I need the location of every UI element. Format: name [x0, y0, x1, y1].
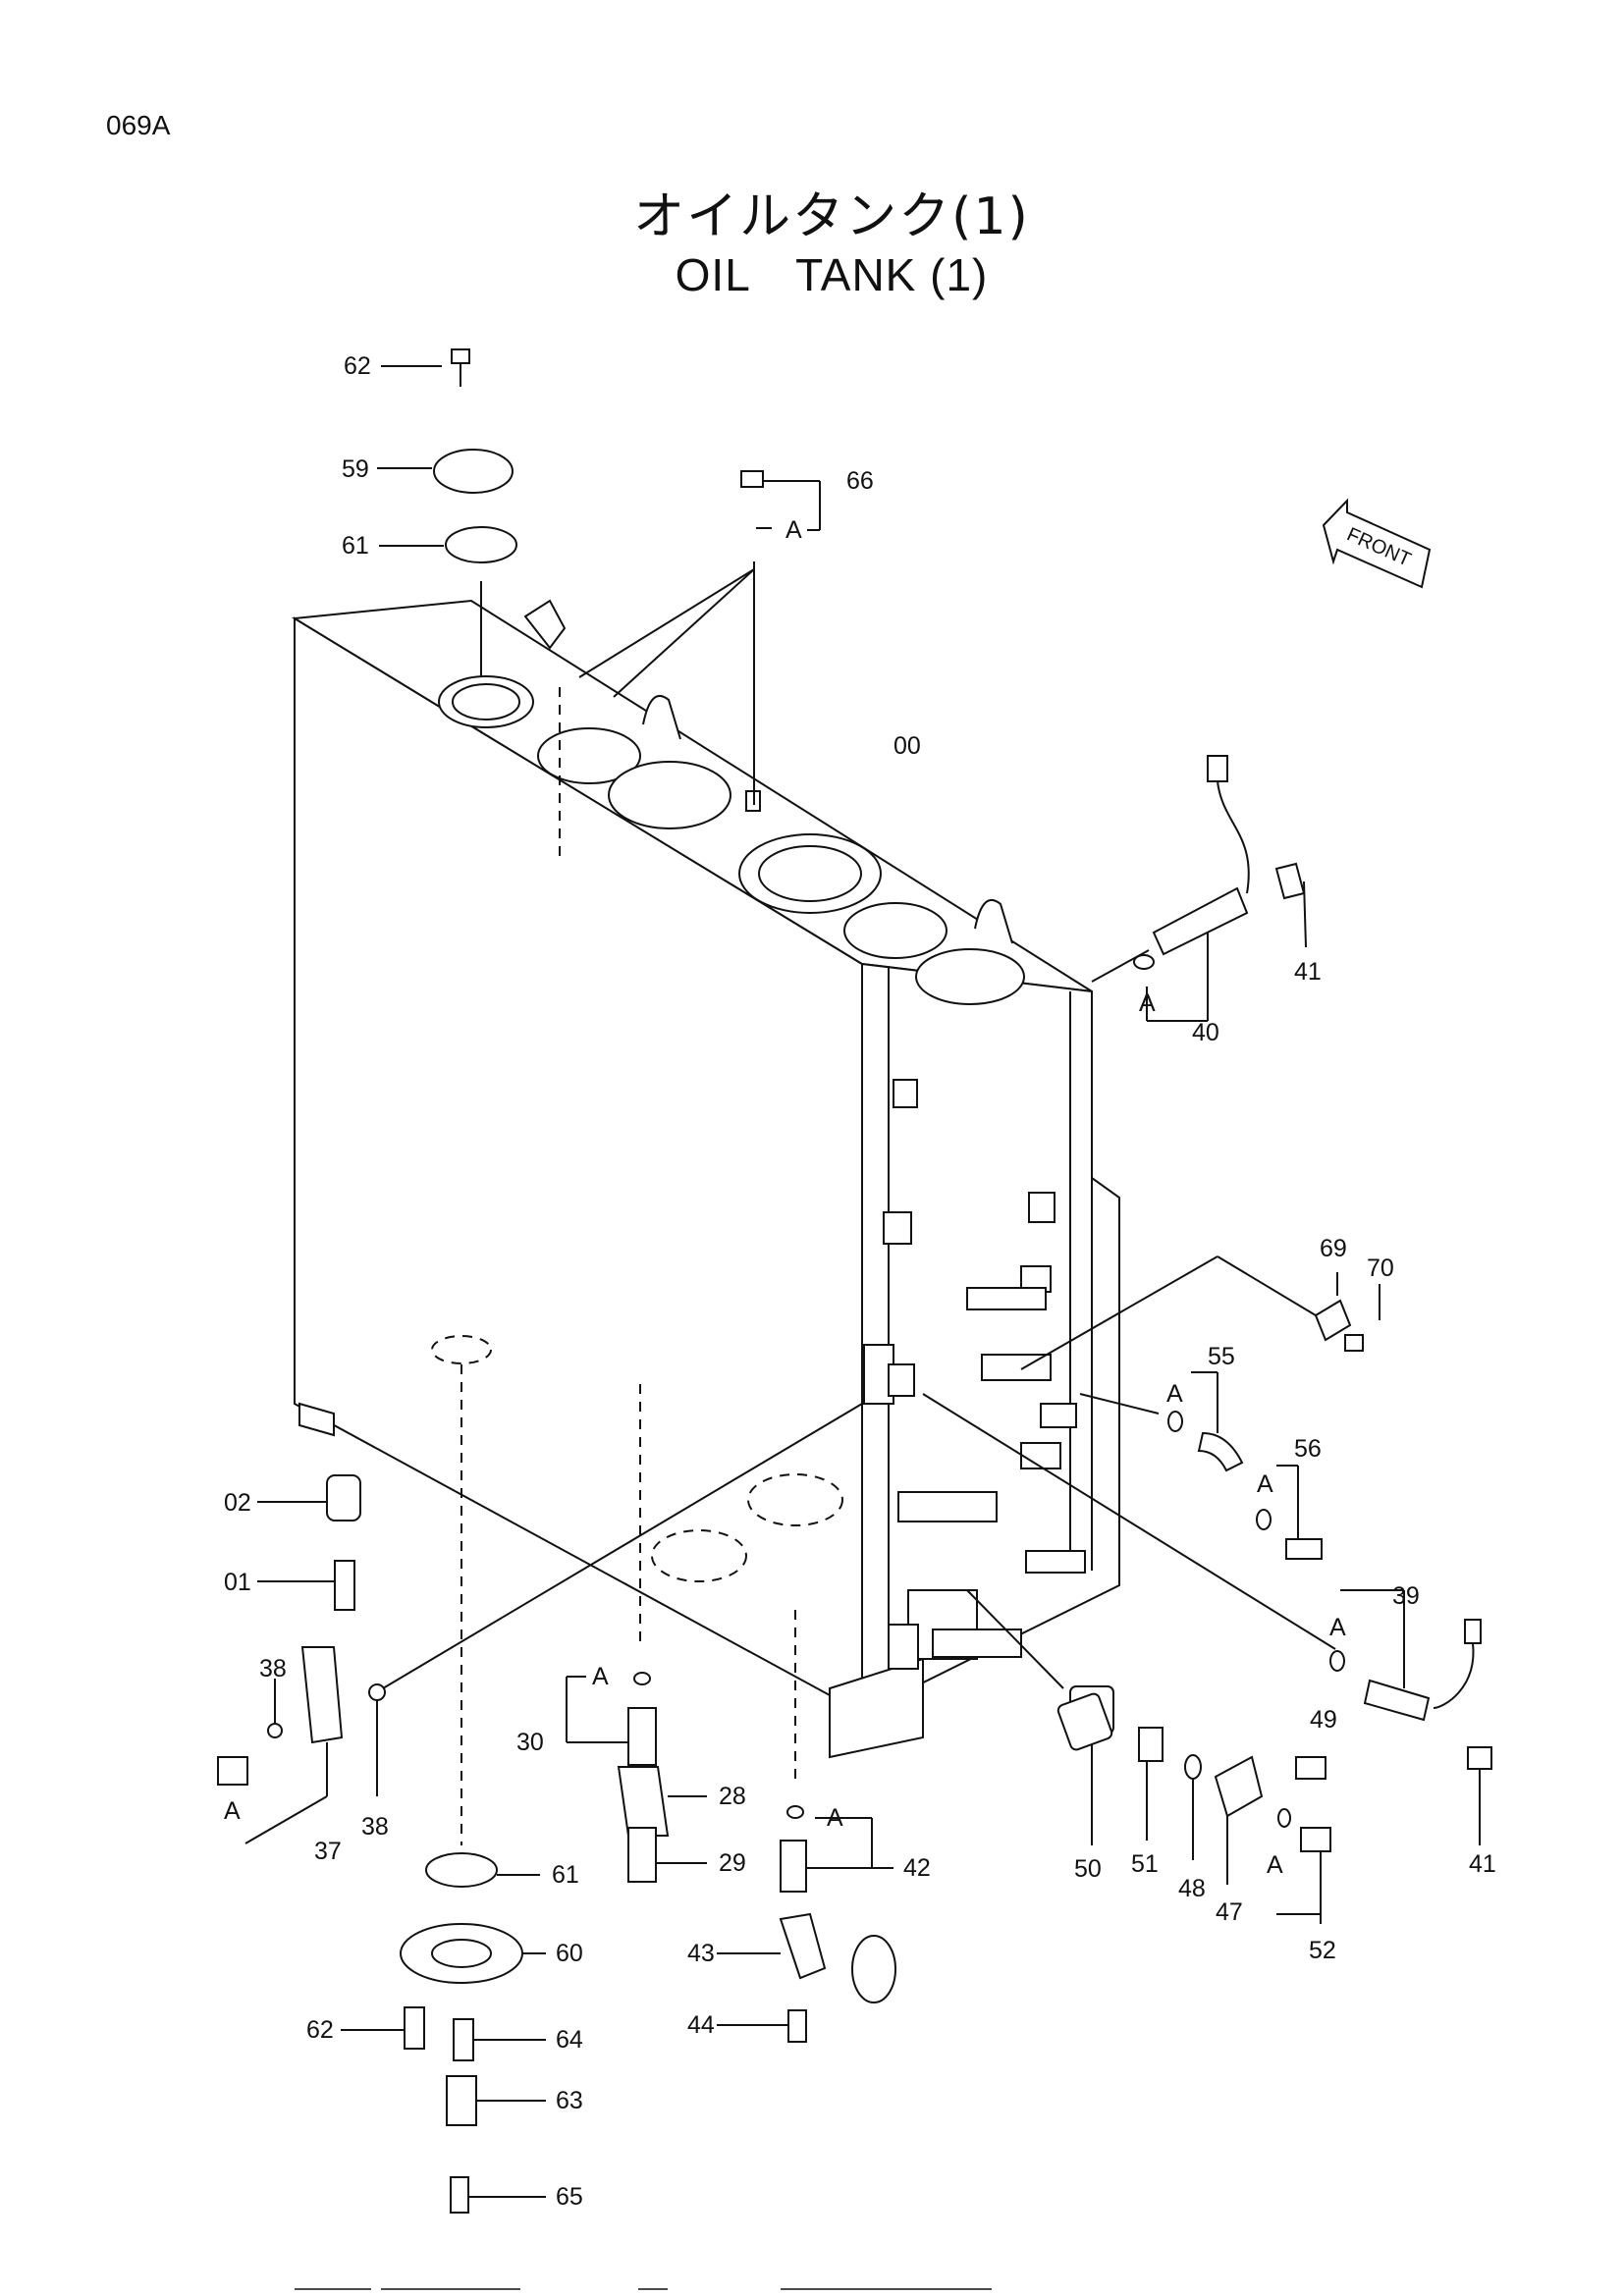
label-55: 55: [1208, 1343, 1235, 1370]
ref-a-39: A: [1329, 1614, 1346, 1641]
valve-parts-42-44: [717, 1805, 896, 2043]
label-56: 56: [1294, 1435, 1322, 1463]
ref-a-56: A: [1257, 1470, 1273, 1498]
label-43: 43: [687, 1940, 715, 1967]
label-66: 66: [846, 467, 874, 495]
label-63: 63: [556, 2087, 583, 2114]
filter-50: [966, 1589, 1113, 1751]
label-52: 52: [1309, 1937, 1336, 1964]
ref-a-66: A: [785, 516, 802, 544]
plug-66: [578, 470, 821, 805]
tank-body: [291, 599, 1120, 1759]
label-49: 49: [1310, 1706, 1337, 1734]
label-00: 00: [893, 732, 921, 760]
label-47: 47: [1216, 1898, 1243, 1926]
label-41-bottom: 41: [1469, 1850, 1496, 1878]
drain-parts-47-52: [1069, 1685, 1331, 1924]
ref-a-30: A: [592, 1663, 609, 1690]
bottom-drain-parts: [341, 1364, 796, 2214]
label-48: 48: [1178, 1875, 1206, 1902]
label-61-bottom: 61: [552, 1861, 579, 1889]
label-30: 30: [516, 1729, 544, 1756]
sensor-39: [922, 1393, 1482, 1722]
label-29: 29: [719, 1849, 746, 1877]
label-40: 40: [1192, 1019, 1219, 1046]
top-cover-parts: [377, 348, 561, 864]
label-51: 51: [1131, 1850, 1159, 1878]
label-42: 42: [903, 1854, 931, 1882]
clamp-69-70: [1020, 1255, 1380, 1370]
label-62-bottom: 62: [306, 2016, 334, 2044]
label-39: 39: [1392, 1582, 1420, 1610]
left-parts: [217, 1403, 863, 1844]
title-english: OIL TANK (1): [675, 249, 989, 300]
label-50: 50: [1074, 1855, 1102, 1883]
label-60: 60: [556, 1940, 583, 1967]
label-61-top: 61: [342, 532, 369, 560]
ref-a-42: A: [827, 1804, 843, 1832]
label-44: 44: [687, 2011, 715, 2039]
front-arrow-icon: FRONT: [1322, 498, 1432, 589]
label-28: 28: [719, 1783, 746, 1810]
label-59: 59: [342, 455, 369, 483]
label-37: 37: [314, 1838, 342, 1865]
label-62-top: 62: [344, 352, 371, 380]
label-01: 01: [224, 1569, 251, 1596]
label-65: 65: [556, 2183, 583, 2211]
page-code: 069A: [106, 110, 171, 140]
label-02: 02: [224, 1489, 251, 1517]
level-sensor-40: [1091, 755, 1307, 1022]
ref-a-55: A: [1166, 1380, 1183, 1408]
label-38-bottom: 38: [361, 1813, 389, 1841]
label-70: 70: [1367, 1255, 1394, 1282]
label-38-left: 38: [259, 1655, 287, 1682]
label-64: 64: [556, 2026, 583, 2054]
bolts-41: [1467, 1746, 1492, 1845]
ref-a-52: A: [1267, 1851, 1283, 1879]
label-69: 69: [1320, 1235, 1347, 1262]
ref-a-37: A: [224, 1797, 241, 1825]
ref-a-40: A: [1139, 989, 1156, 1017]
fittings-55-56: [1079, 1371, 1323, 1560]
label-41-top: 41: [1294, 958, 1322, 986]
title-japanese: オイルタンク(1): [633, 187, 1030, 246]
part-labels: 62 59 61 66 A 00 41 A 40 69 70 55 A 56 A…: [224, 352, 1496, 2211]
